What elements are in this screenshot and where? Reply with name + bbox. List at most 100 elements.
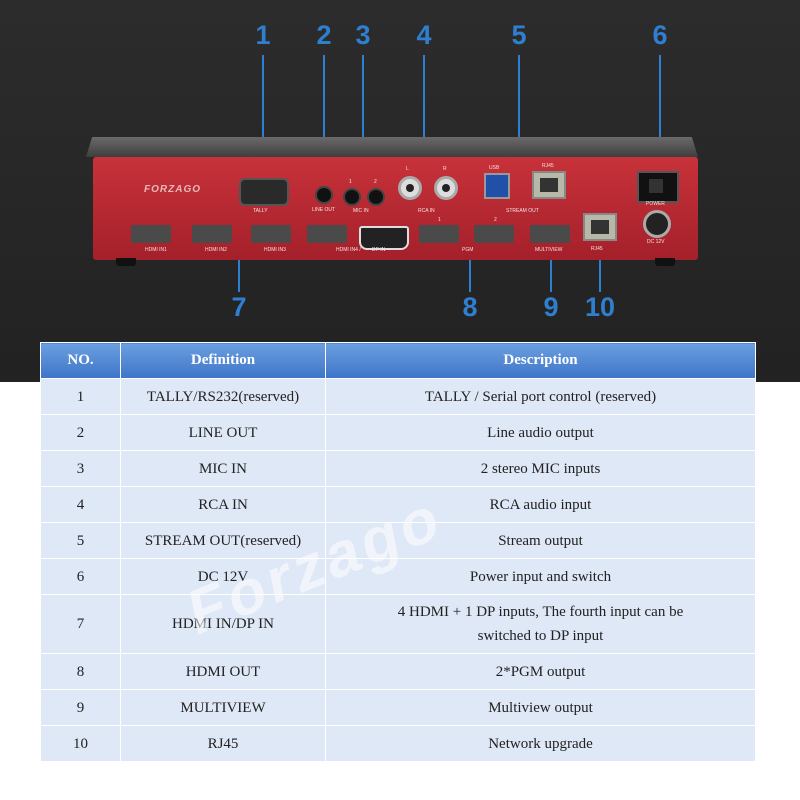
multiview-label: MULTIVIEW — [535, 247, 563, 253]
cell-description: TALLY / Serial port control (reserved) — [325, 378, 756, 415]
pgm-out1-port — [419, 225, 459, 243]
dc12v-label: DC 12V — [647, 239, 665, 245]
line-out-label: LINE OUT — [312, 207, 336, 213]
header-description: Description — [325, 342, 756, 379]
cell-no: 9 — [40, 689, 121, 726]
cell-definition: HDMI OUT — [120, 653, 326, 690]
hdmi-in3-port — [251, 225, 291, 243]
callout-7: 7 — [231, 292, 247, 322]
pgm-label: PGM — [462, 247, 474, 253]
device-foot-right — [655, 258, 675, 266]
hdmi-in1-port — [131, 225, 171, 243]
callout-3: 3 — [355, 20, 371, 50]
leader-line-8 — [469, 258, 471, 292]
stream-out-label: STREAM OUT — [506, 208, 539, 214]
leader-line-9 — [550, 258, 552, 292]
cell-description: 4 HDMI + 1 DP inputs, The fourth input c… — [325, 594, 756, 654]
stream-rj45-port — [532, 171, 566, 199]
pgm-out2-port — [474, 225, 514, 243]
cell-description: Line audio output — [325, 414, 756, 451]
usb-port — [484, 173, 510, 199]
device-top-panel — [86, 137, 698, 157]
rca-l-label: L — [406, 166, 409, 172]
power-label: POWER — [646, 201, 665, 207]
mic-in-jack-1 — [343, 188, 361, 206]
rca-right-jack — [434, 176, 458, 200]
cell-no: 5 — [40, 522, 121, 559]
usb-label: USB — [489, 165, 500, 171]
cell-description: 2*PGM output — [325, 653, 756, 690]
hdmi-in2-label: HDMI IN2 — [205, 247, 227, 253]
cell-no: 3 — [40, 450, 121, 487]
cell-definition: RJ45 — [120, 725, 326, 762]
leader-line-2 — [323, 55, 325, 175]
mic-in-jack-2 — [367, 188, 385, 206]
rj45-upgrade-port — [583, 213, 617, 241]
leader-line-10 — [599, 255, 601, 292]
cell-definition: TALLY/RS232(reserved) — [120, 378, 326, 415]
cell-description: Multiview output — [325, 689, 756, 726]
mic-2-label: 2 — [374, 179, 377, 185]
hdmi-in1-label: HDMI IN1 — [145, 247, 167, 253]
cell-description: Power input and switch — [325, 558, 756, 595]
hdmi-in4-port — [307, 225, 347, 243]
line-out-jack — [315, 186, 333, 204]
mic-1-label: 1 — [349, 179, 352, 185]
power-switch — [637, 171, 679, 203]
cell-description: 2 stereo MIC inputs — [325, 450, 756, 487]
rj45-top-label: RJ45 — [542, 163, 554, 169]
multiview-port — [530, 225, 570, 243]
callout-1: 1 — [255, 20, 271, 50]
rca-left-jack — [398, 176, 422, 200]
pgm-2-label: 2 — [494, 217, 497, 223]
header-no: NO. — [40, 342, 121, 379]
hdmi-in4-label: HDMI IN4 / — [336, 247, 361, 253]
rca-in-label: RCA IN — [418, 208, 435, 214]
cell-definition: LINE OUT — [120, 414, 326, 451]
cell-definition: MULTIVIEW — [120, 689, 326, 726]
dp-in-port — [359, 226, 409, 250]
cell-definition: DC 12V — [120, 558, 326, 595]
cell-no: 8 — [40, 653, 121, 690]
rj45-label: RJ45 — [591, 246, 603, 252]
cell-no: 2 — [40, 414, 121, 451]
cell-description: RCA audio input — [325, 486, 756, 523]
callout-10: 10 — [584, 292, 616, 322]
leader-line-1 — [262, 55, 264, 175]
hdmi-in2-port — [192, 225, 232, 243]
dp-in-label: DP IN — [372, 247, 386, 253]
callout-9: 9 — [543, 292, 559, 322]
callout-2: 2 — [316, 20, 332, 50]
cell-no: 6 — [40, 558, 121, 595]
cell-no: 1 — [40, 378, 121, 415]
cell-definition: HDMI IN/DP IN — [120, 594, 326, 654]
cell-description: Stream output — [325, 522, 756, 559]
hdmi-in3-label: HDMI IN3 — [264, 247, 286, 253]
leader-line-7 — [238, 258, 240, 292]
cell-definition: MIC IN — [120, 450, 326, 487]
callout-4: 4 — [416, 20, 432, 50]
leader-line-3 — [362, 55, 364, 175]
callout-5: 5 — [511, 20, 527, 50]
leader-line-6 — [659, 55, 661, 170]
cell-definition: RCA IN — [120, 486, 326, 523]
rca-r-label: R — [443, 166, 447, 172]
tally-label: TALLY — [253, 208, 268, 214]
cell-no: 10 — [40, 725, 121, 762]
mic-in-label: MIC IN — [353, 208, 369, 214]
cell-description: Network upgrade — [325, 725, 756, 762]
dc-jack — [643, 210, 671, 238]
callout-8: 8 — [462, 292, 478, 322]
cell-no: 7 — [40, 594, 121, 654]
cell-definition: STREAM OUT(reserved) — [120, 522, 326, 559]
pgm-1-label: 1 — [438, 217, 441, 223]
